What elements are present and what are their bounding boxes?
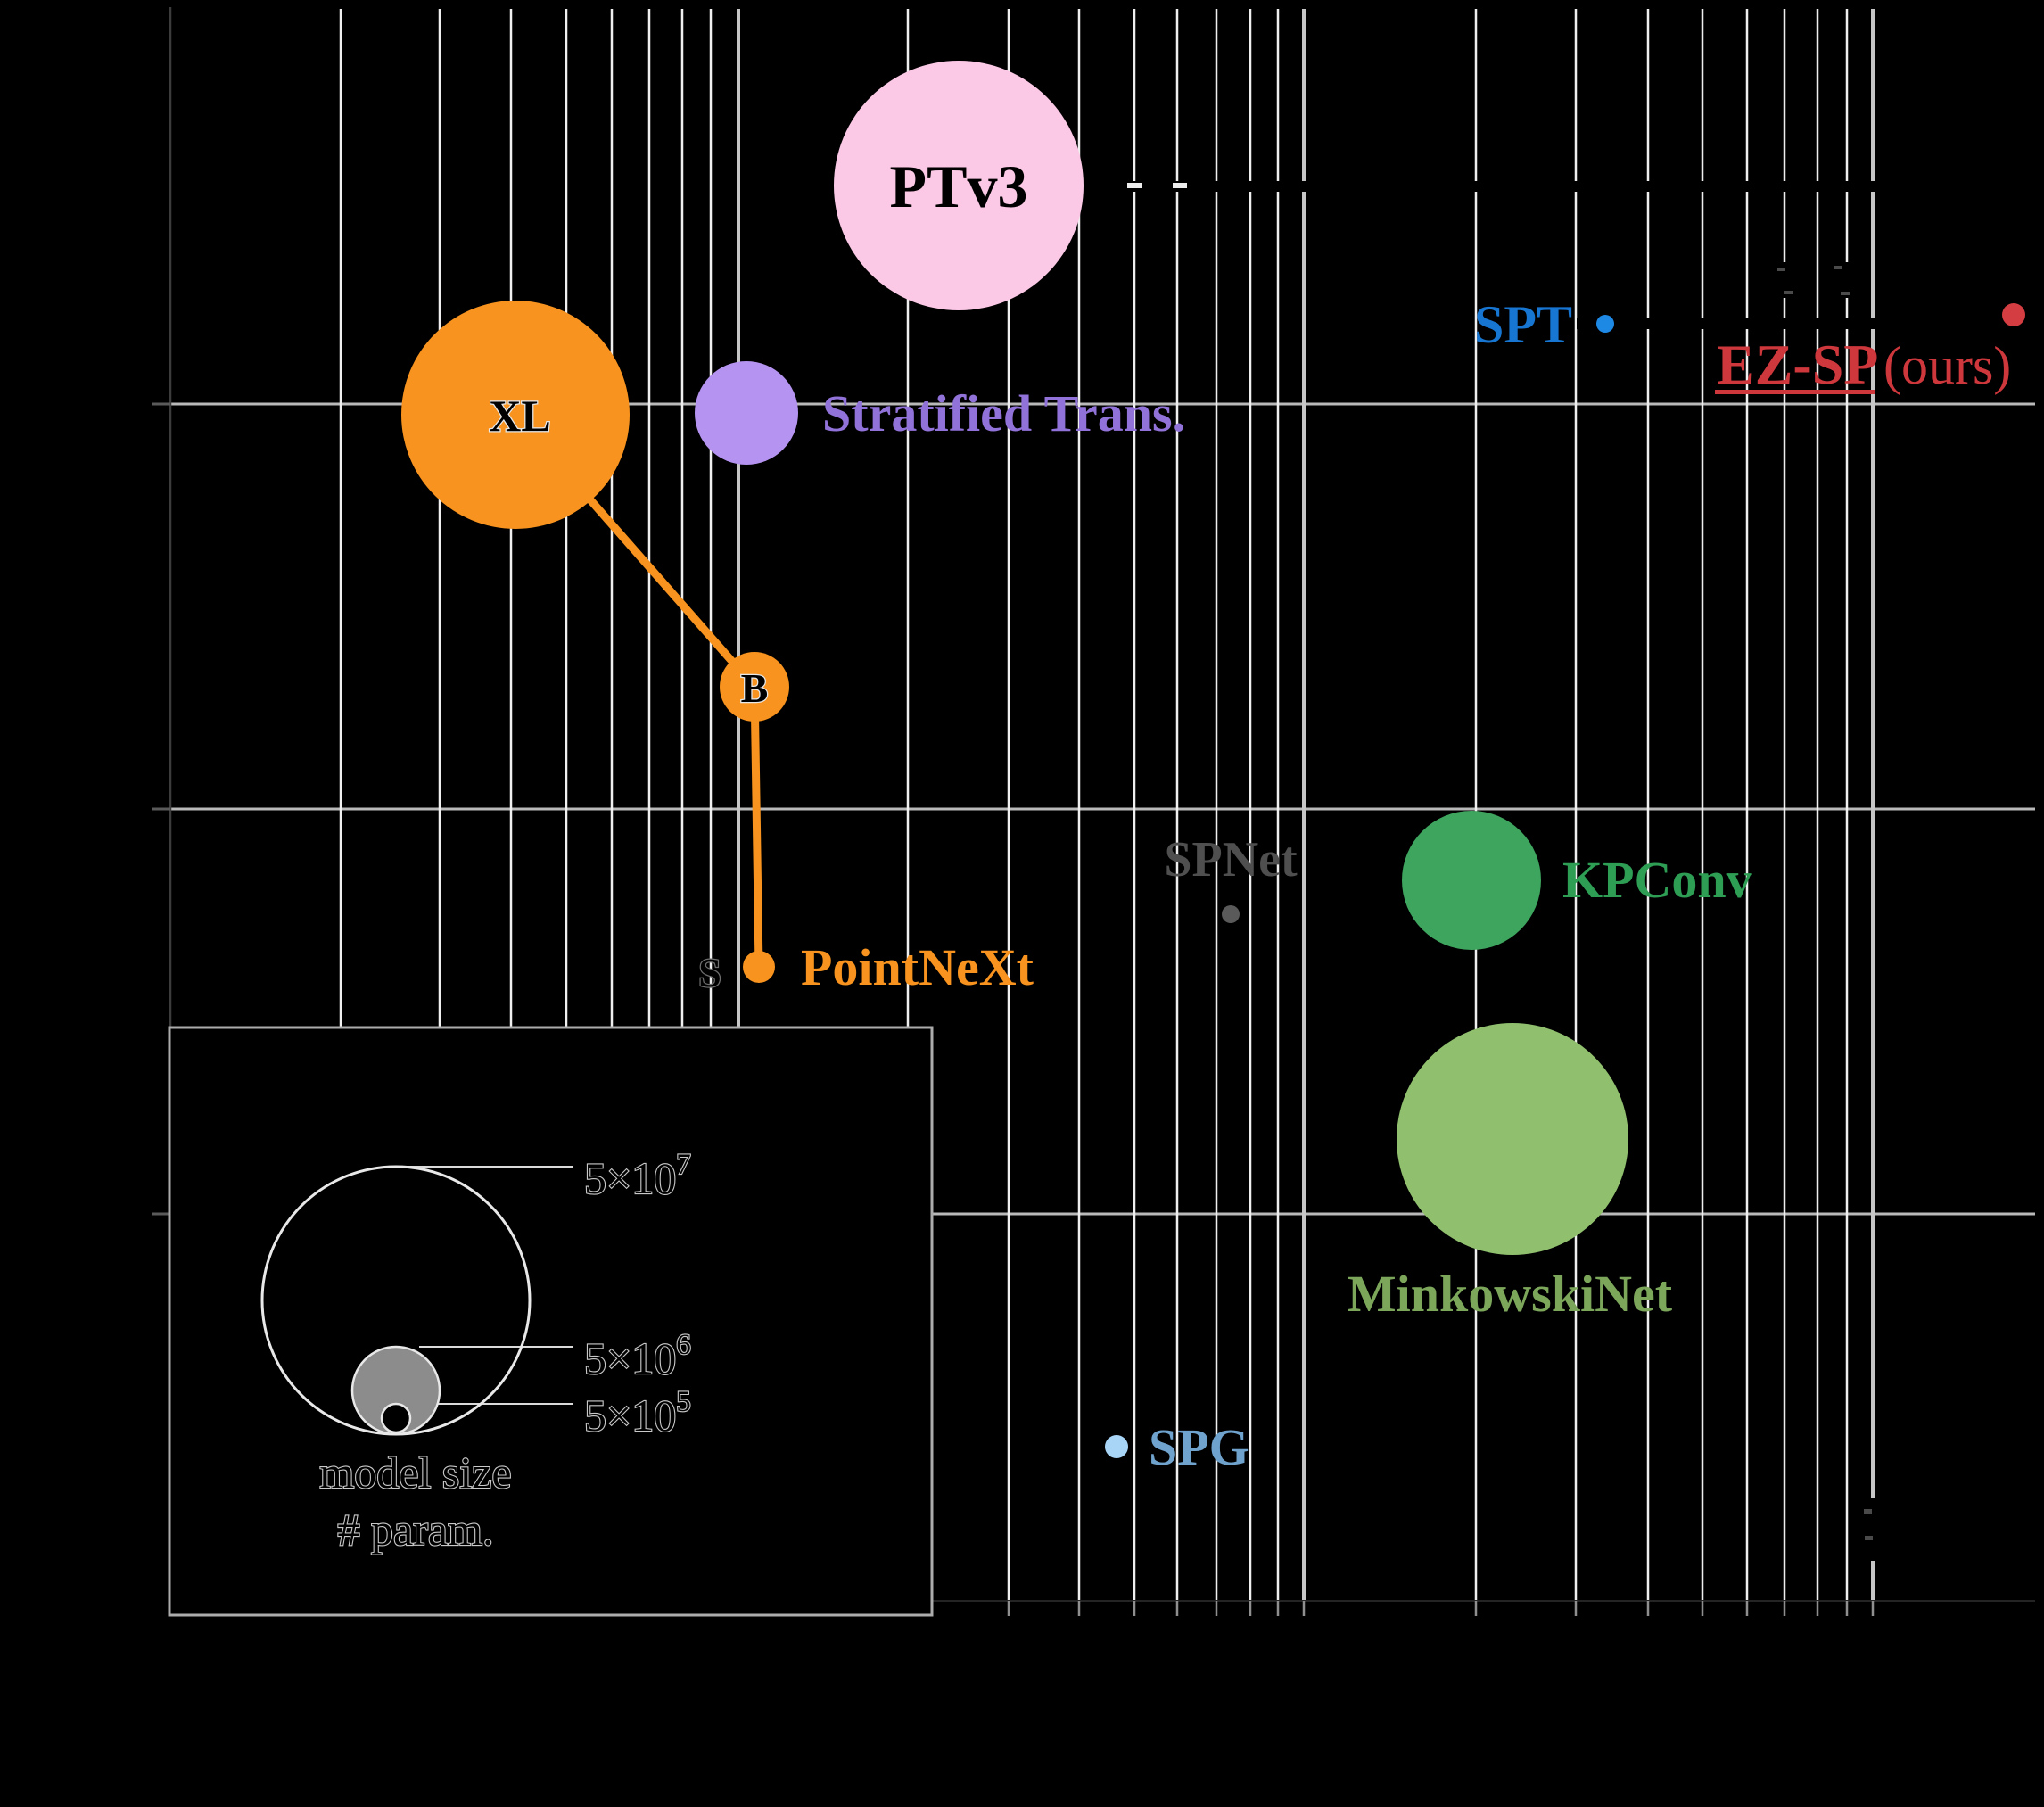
label-kpconv: KPConv — [1562, 851, 1752, 909]
ghost-text-fleck — [1865, 1536, 1873, 1540]
label-minkowskinet: MinkowskiNet — [1348, 1265, 1673, 1323]
v-gridline-minor — [1215, 9, 1218, 1601]
legend-caption-model-size: model size — [319, 1448, 511, 1498]
v-gridline-minor — [1701, 9, 1704, 1601]
legend-size-circle-1 — [350, 1345, 441, 1436]
data-point-b — [720, 652, 789, 722]
x-tick — [1816, 1601, 1819, 1616]
v-gridline-major — [737, 9, 740, 1601]
legend-size-label-1: 5×106 — [584, 1329, 691, 1383]
v-gridline-minor — [339, 9, 342, 1601]
y-tick — [152, 807, 170, 811]
data-point-xl — [401, 301, 630, 529]
v-gridline-minor — [1249, 9, 1252, 1601]
ghost-text-fleck — [1784, 291, 1793, 294]
label-ptv3: PTv3 — [890, 153, 1028, 220]
v-gridline-minor — [1783, 9, 1786, 1601]
v-gridline-minor — [1574, 9, 1578, 1601]
v-gridline-minor — [1474, 9, 1478, 1601]
x-tick — [1215, 1601, 1218, 1616]
h-gridline — [170, 807, 2035, 811]
data-point-ptv3 — [834, 61, 1084, 310]
data-point-stratifiedtrans — [695, 361, 798, 465]
y-tick — [152, 1212, 170, 1216]
x-tick — [1871, 1601, 1875, 1616]
label-spg: SPG — [1149, 1418, 1249, 1476]
v-gridline-minor — [1175, 9, 1179, 1601]
data-point-spt — [1596, 315, 1614, 333]
x-tick — [1077, 1601, 1081, 1616]
x-tick — [1474, 1601, 1478, 1616]
v-gridline-minor — [509, 9, 513, 1601]
ghost-text-fleck — [1864, 1509, 1872, 1514]
x-tick — [1249, 1601, 1252, 1616]
ghost-dashed-line-band — [1106, 181, 2033, 192]
v-gridline-minor — [1816, 9, 1819, 1601]
x-tick — [1133, 1601, 1136, 1616]
x-tick — [1302, 1601, 1306, 1616]
ghost-text-fleck — [1834, 266, 1842, 269]
v-gridline-minor — [1133, 9, 1136, 1601]
data-point-kpconv — [1402, 811, 1541, 950]
ghost-dashed-line-band — [1577, 318, 2033, 329]
x-tick — [1646, 1601, 1650, 1616]
v-gridline-minor — [647, 9, 651, 1601]
v-gridline-minor — [1646, 9, 1650, 1601]
legend-box-fill — [169, 1027, 932, 1615]
legend-size-label-2: 5×105 — [584, 1386, 691, 1440]
label-s-ghost: S — [698, 950, 721, 995]
label-pointnext: PointNeXt — [801, 938, 1034, 996]
x-tick — [1745, 1601, 1749, 1616]
x-tick — [1701, 1601, 1704, 1616]
v-gridline-minor — [906, 9, 910, 1601]
label-ez-sp-suffix: (ours) — [1883, 336, 2011, 395]
legend-size-circle-2 — [380, 1402, 412, 1434]
v-gridline-minor — [1007, 9, 1010, 1601]
ghost-text-fleck — [1841, 292, 1850, 295]
v-gridline-minor — [565, 9, 568, 1601]
label-b: B — [741, 665, 769, 711]
y-axis-spine — [169, 7, 172, 1601]
v-gridline-minor — [438, 9, 441, 1601]
ghost-text-fleck — [1777, 268, 1785, 271]
h-gridline — [170, 402, 2035, 406]
label-spnet: SPNet — [1164, 832, 1298, 887]
x-tick — [1845, 1601, 1849, 1616]
x-tick — [1175, 1601, 1179, 1616]
v-gridline-minor — [1077, 9, 1081, 1601]
legend-box-border — [168, 1026, 934, 1617]
x-tick — [1007, 1601, 1010, 1616]
data-point-spg — [1105, 1435, 1128, 1458]
ghost-white-dash — [1127, 183, 1142, 188]
data-point-spnet — [1222, 905, 1240, 923]
v-gridline-minor — [709, 9, 713, 1601]
v-gridline-minor — [680, 9, 684, 1601]
label-ez-sp: EZ-SP — [1717, 333, 1878, 396]
v-gridline-minor — [1276, 9, 1280, 1601]
legend-caption-param: # param. — [338, 1505, 494, 1555]
data-point-minkowskinet — [1397, 1023, 1628, 1255]
ghost-white-dash — [1173, 183, 1187, 188]
h-gridline — [170, 1212, 2035, 1216]
x-axis-spine — [169, 1600, 2035, 1602]
y-tick — [152, 402, 170, 406]
v-gridline-major — [1302, 9, 1306, 1601]
x-tick — [1276, 1601, 1280, 1616]
v-gridline-minor — [1745, 9, 1749, 1601]
ghost-text-blob — [1860, 1498, 1894, 1561]
label-underline-ez-sp — [1715, 390, 1875, 394]
data-point-ez-sp — [2002, 303, 2025, 326]
label-spt: SPT — [1474, 295, 1572, 354]
x-tick — [1574, 1601, 1578, 1616]
series-connector-line — [750, 686, 763, 968]
x-tick — [1783, 1601, 1786, 1616]
v-gridline-minor — [610, 9, 614, 1601]
v-gridline-major — [1871, 9, 1875, 1601]
v-gridline-minor — [1845, 9, 1849, 1601]
label-stratifiedtrans: Stratified Trans. — [822, 384, 1185, 442]
legend-size-label-0: 5×107 — [584, 1149, 691, 1203]
data-point-pointnext — [743, 951, 775, 983]
label-xl: XL — [489, 391, 550, 441]
